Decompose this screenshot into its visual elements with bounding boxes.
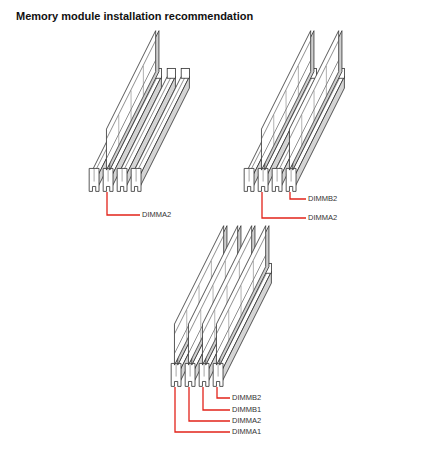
slot-label: DIMMA1: [232, 427, 261, 437]
leader-line: [217, 387, 230, 398]
slot-group-3: [171, 226, 271, 432]
slot-label: DIMMA2: [142, 210, 171, 220]
slot-label: DIMMB1: [232, 405, 261, 415]
slot-label: DIMMA2: [308, 213, 337, 223]
leader-line: [203, 387, 230, 410]
leader-line: [175, 387, 230, 432]
page-title: Memory module installation recommendatio…: [16, 10, 253, 22]
leader-line: [107, 192, 140, 215]
leader-line: [189, 387, 230, 421]
leader-line: [290, 192, 306, 199]
slot-group-1: [89, 31, 189, 215]
slot-label: DIMMB2: [232, 393, 261, 403]
slot-group-2: [244, 31, 344, 218]
leader-line: [262, 192, 306, 218]
slot-label: DIMMB2: [308, 194, 337, 204]
slot-label: DIMMA2: [232, 416, 261, 426]
